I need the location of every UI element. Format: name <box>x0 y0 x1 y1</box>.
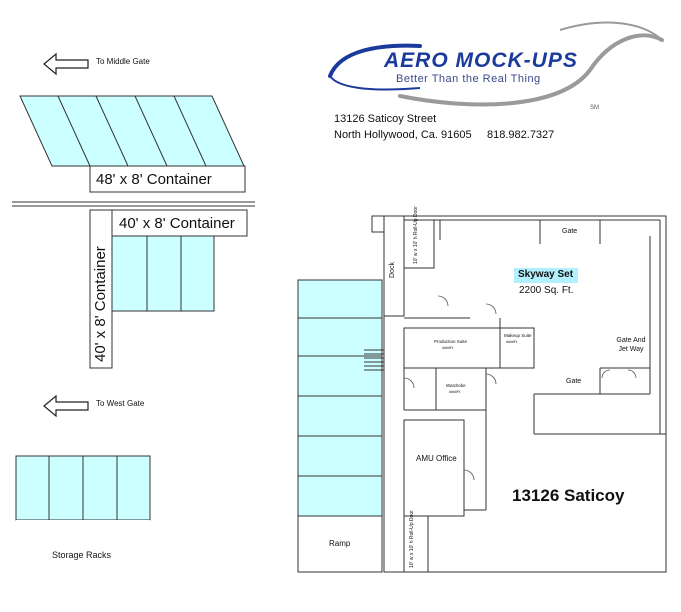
brand-tagline: Better Than the Real Thing <box>396 73 541 85</box>
container-48-label-box <box>89 165 246 193</box>
production-suite-label: Production Suite <box>434 339 468 344</box>
ramp-label: Ramp <box>329 539 351 548</box>
container-top-label: 48' x 8' Container <box>96 171 212 188</box>
steps <box>364 349 384 371</box>
makeup-suite-label: Makeup Suite <box>504 333 532 338</box>
container-vertical-label: 40' x 8' Container <box>92 246 109 362</box>
center-storage-stack <box>297 279 383 517</box>
makeup-suite-dims: ####Ft. <box>506 340 518 344</box>
address-street: 13126 Saticoy Street <box>334 113 437 125</box>
container-middle-label: 40' x 8' Container <box>119 215 235 232</box>
storage-racks-block <box>15 455 151 521</box>
ramp-block <box>297 515 383 573</box>
rollup-door-top-label: 10' w x 10' h Roll-Up Door <box>413 206 419 264</box>
dock-label: Dock <box>389 262 396 278</box>
container-40-label-box <box>111 209 248 237</box>
door-swings <box>403 295 637 481</box>
container-40-block <box>111 235 215 312</box>
gate-top-label: Gate <box>562 228 578 235</box>
address-phone: 818.982.7327 <box>487 129 555 141</box>
wardrobe-dims: ####Ft. <box>449 390 461 394</box>
amu-office-label: AMU Office <box>416 454 457 463</box>
arrow-left-icon <box>43 394 89 418</box>
direction-middle-gate: To Middle Gate <box>96 57 150 66</box>
container-vertical-label-box <box>89 209 113 369</box>
building-label: 13126 Saticoy <box>512 486 625 505</box>
storage-racks-label-box <box>16 520 150 568</box>
skyway-set-label: Skyway Set <box>518 269 574 280</box>
gate-jetway-label: Gate And Jet Way <box>616 337 646 354</box>
storage-racks-label: Storage Racks <box>52 550 112 560</box>
gate-mid-label: Gate <box>566 378 582 385</box>
direction-west-gate: To West Gate <box>96 399 145 408</box>
angled-container-block <box>19 95 245 167</box>
wardrobe-label: Wardrobe <box>446 383 466 388</box>
production-suite-dims: ####Ft. <box>442 346 454 350</box>
skyway-size-label: 2200 Sq. Ft. <box>519 285 574 296</box>
brand-name: AERO MOCK-UPS <box>384 49 578 72</box>
aero-logo-swoosh <box>328 21 664 107</box>
service-mark: SM <box>590 105 599 111</box>
address-city: North Hollywood, Ca. 91605 <box>334 129 472 141</box>
skyway-set-highlight <box>514 268 578 283</box>
rollup-door-bottom-label: 10' w x 10' h Roll-Up Door <box>409 510 415 568</box>
arrow-left-icon <box>43 52 89 76</box>
building-outline <box>371 215 667 573</box>
